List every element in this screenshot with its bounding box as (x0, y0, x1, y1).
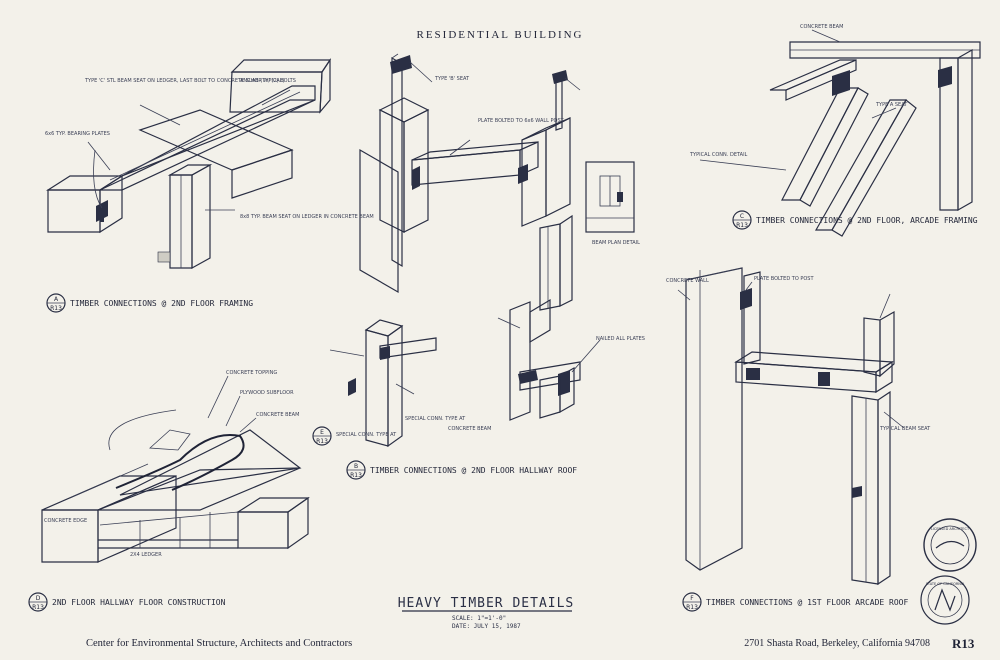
note-b3: CONCRETE BEAM (448, 426, 491, 432)
note-f3: CONCRETE WALL (666, 278, 709, 284)
architect-seal: LICENSED ARCHITECT (923, 518, 977, 572)
svg-text:R13: R13 (316, 438, 328, 445)
svg-text:LICENSED ARCHITECT: LICENSED ARCHITECT (931, 527, 970, 531)
note-d5: PLYWOOD SUBFLOOR (240, 390, 294, 396)
note-c2: TYPICAL CONN. DETAIL (689, 152, 748, 158)
note-d3: CONCRETE BEAM (256, 412, 299, 418)
note-a4: 8x8 TYP. BEAM SEAT ON LEDGER IN CONCRETE… (240, 214, 374, 220)
svg-text:C: C (740, 213, 744, 220)
note-f2: TYPICAL BEAM SEAT (879, 426, 931, 432)
detail-f-drawing: PLATE BOLTED TO POST TYPICAL BEAM SEAT C… (666, 267, 931, 612)
contractor-seal: STATE OF CALIFORNIA (920, 575, 970, 625)
note-d2: CONCRETE TOPPING (226, 370, 277, 376)
svg-text:B: B (354, 463, 358, 470)
detail-b-drawing: TYPE 'B' SEAT PLATE BOLTED TO 6x6 WALL P… (346, 53, 645, 480)
note-b5: NAILED ALL PLATES (596, 336, 645, 342)
svg-text:R13: R13 (32, 604, 44, 611)
detail-f-title: TIMBER CONNECTIONS @ 1ST FLOOR ARCADE RO… (706, 598, 908, 607)
svg-text:R13: R13 (736, 222, 748, 229)
note-d1: CONCRETE EDGE (44, 518, 87, 524)
detail-d-title: 2ND FLOOR HALLWAY FLOOR CONSTRUCTION (52, 598, 226, 607)
note-c1: CONCRETE BEAM (800, 24, 843, 30)
footer-right: 2701 Shasta Road, Berkeley, California 9… (744, 638, 930, 649)
date-label: DATE: JULY 15, 1987 (452, 623, 521, 630)
scale-label: SCALE: 1"=1'-0" (452, 615, 506, 622)
sheet-title: RESIDENTIAL BUILDING (417, 29, 584, 41)
note-c3: TYPE A SEAT (875, 102, 908, 108)
detail-a-title: TIMBER CONNECTIONS @ 2ND FLOOR FRAMING (70, 299, 253, 308)
note-a2: ANCHOR W/ (2) BOLTS (240, 78, 296, 84)
note-b6: SPECIAL CONN. TYPE AT (405, 416, 466, 422)
svg-text:E: E (320, 429, 324, 436)
svg-text:STATE OF CALIFORNIA: STATE OF CALIFORNIA (926, 582, 965, 586)
svg-text:D: D (36, 595, 41, 602)
note-a1: TYPE 'C' STL BEAM SEAT ON LEDGER, LAST B… (84, 78, 285, 84)
main-title: HEAVY TIMBER DETAILS (398, 596, 575, 611)
detail-e-title: SPECIAL CONN. TYPE AT (336, 432, 397, 438)
note-f1: PLATE BOLTED TO POST (754, 276, 814, 282)
svg-text:R13: R13 (50, 305, 62, 312)
detail-e-drawing: SPECIAL CONN. TYPE AT E R13 SPECIAL CONN… (312, 319, 466, 448)
note-b1: TYPE 'B' SEAT (434, 76, 470, 82)
note-d4: 2X4 LEDGER (130, 552, 162, 558)
detail-c-title: TIMBER CONNECTIONS @ 2ND FLOOR, ARCADE F… (756, 216, 978, 225)
note-a3: 6x6 TYP. BEARING PLATES (45, 131, 110, 137)
detail-a-drawing: TYPE 'C' STL BEAM SEAT ON LEDGER, LAST B… (45, 58, 374, 313)
sheet-number: R13 (952, 636, 975, 651)
note-b4: BEAM PLAN DETAIL (592, 240, 640, 246)
note-b2: PLATE BOLTED TO 6x6 WALL POST (478, 118, 565, 124)
detail-c-drawing: CONCRETE BEAM TYPICAL CONN. DETAIL TYPE … (689, 24, 981, 237)
svg-text:F: F (690, 595, 694, 602)
svg-text:A: A (54, 296, 59, 303)
footer-left: Center for Environmental Structure, Arch… (86, 638, 352, 649)
svg-text:R13: R13 (350, 472, 362, 479)
svg-text:R13: R13 (686, 604, 698, 611)
detail-d-drawing: CONCRETE TOPPING PLYWOOD SUBFLOOR CONCRE… (28, 370, 310, 612)
detail-b-title: TIMBER CONNECTIONS @ 2ND FLOOR HALLWAY R… (370, 466, 577, 475)
